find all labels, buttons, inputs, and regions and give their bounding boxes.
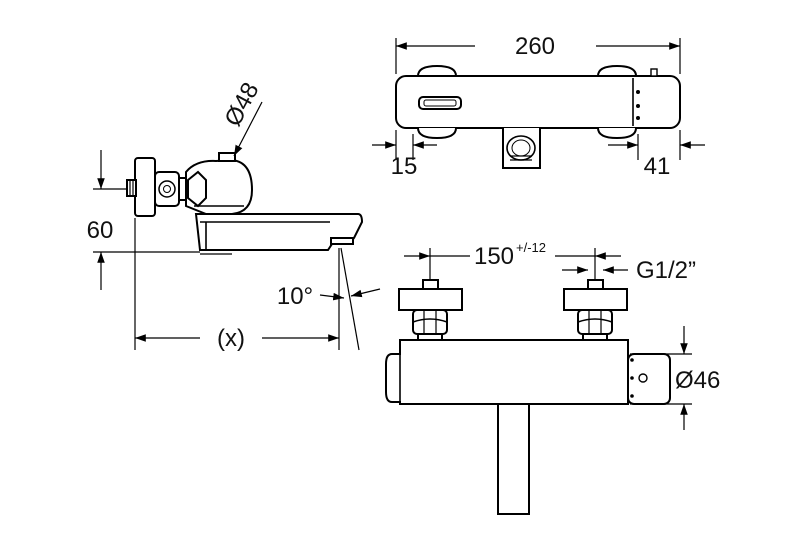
dim-60-label: 60 — [87, 217, 114, 244]
mixer-body-front — [385, 339, 629, 405]
front-view — [385, 248, 692, 515]
wall-plate — [134, 157, 156, 217]
dim-15-label: 15 — [391, 153, 418, 180]
dim-150-label: 150 — [474, 243, 514, 270]
side-view — [93, 101, 381, 351]
display-slot — [418, 96, 462, 110]
dim-x-label: (x) — [217, 325, 245, 352]
dim-d48-label: Ø48 — [219, 78, 264, 131]
eccentric-left — [398, 288, 463, 311]
dim-150-tolerance: +/-12 — [516, 240, 546, 255]
eccentric-right — [563, 288, 628, 311]
dim-41-label: 41 — [644, 153, 671, 180]
spout-pipe — [497, 403, 530, 515]
dim-angle-label: 10° — [277, 283, 313, 310]
dim-d46-label: Ø46 — [675, 367, 720, 394]
top-view — [372, 38, 705, 169]
mixer-body-top — [395, 75, 681, 129]
dim-260-label: 260 — [515, 33, 555, 60]
dim-thread-label: G1/2” — [636, 257, 696, 284]
